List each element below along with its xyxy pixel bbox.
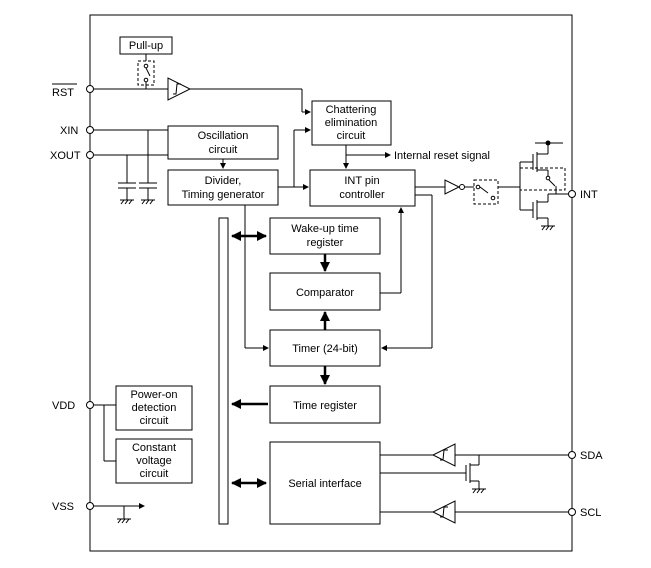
constant-voltage-label-2: voltage <box>136 455 171 467</box>
chattering-block <box>311 100 392 146</box>
divider-label-1: Divider, <box>205 175 242 187</box>
schmitt-symbol <box>440 449 448 461</box>
sda-pin-label: SDA <box>580 450 603 462</box>
timer-block <box>269 329 381 367</box>
constant-voltage-block <box>115 438 193 484</box>
divider-block <box>167 169 279 206</box>
xout-pin <box>86 151 94 159</box>
wakeup-label-1: Wake-up time <box>291 223 358 235</box>
vdd-pin-label: VDD <box>52 400 75 412</box>
chattering-label-1: Chattering <box>326 104 377 116</box>
oscillation-label-2: circuit <box>209 144 238 156</box>
poweron-label-1: Power-on <box>130 389 177 401</box>
comparator-block <box>269 272 381 311</box>
divider-label-2: Timing generator <box>182 189 265 201</box>
int-pin <box>568 190 576 198</box>
vdd-pin <box>86 401 94 409</box>
ground-icon <box>120 199 134 205</box>
int-buffer-bubble <box>459 184 465 190</box>
scl-pin <box>568 508 576 516</box>
pullup-switch-contact <box>143 63 149 69</box>
time-register-block <box>269 385 381 424</box>
int-buffer <box>444 179 461 195</box>
int-switch-contact <box>475 184 481 190</box>
pullup-label: Pull-up <box>129 40 163 52</box>
schmitt-symbol <box>440 506 448 518</box>
int-switch-contact <box>490 195 496 201</box>
wakeup-label-2: register <box>307 237 344 249</box>
xin-pin <box>86 126 94 134</box>
oscillation-block <box>167 125 279 160</box>
int-controller-label-1: INT pin <box>344 175 379 187</box>
ground-icon <box>117 518 131 524</box>
int-switch-blade <box>479 186 489 194</box>
constant-voltage-label-1: Constant <box>132 442 176 454</box>
poweron-label-2: detection <box>132 402 177 414</box>
scl-pin-label: SCL <box>580 507 601 519</box>
sda-pin <box>568 451 576 459</box>
internal-bus <box>218 217 229 525</box>
int-pullup-switch-frame <box>519 167 566 191</box>
int-option-switch-frame <box>473 179 499 205</box>
internal-reset-label: Internal reset signal <box>394 150 490 162</box>
constant-voltage-label-3: circuit <box>140 468 169 480</box>
int-pin-label: INT <box>580 189 598 201</box>
vss-pin <box>86 502 94 510</box>
rst-pin <box>86 85 94 93</box>
int-controller-block <box>309 169 416 207</box>
ground-icon <box>141 199 155 205</box>
poweron-block <box>115 385 193 431</box>
int-switch-contact <box>545 175 551 181</box>
vss-pin-label: VSS <box>52 501 74 513</box>
oscillation-label-1: Oscillation <box>198 130 249 142</box>
serial-interface-label: Serial interface <box>288 478 361 490</box>
poweron-label-3: circuit <box>140 415 169 427</box>
timer-label: Timer (24-bit) <box>292 343 358 355</box>
schmitt-symbol <box>173 83 181 95</box>
chattering-label-3: circuit <box>337 130 366 142</box>
int-controller-label-2: controller <box>339 189 385 201</box>
pullup-switch-blade <box>145 67 151 77</box>
ground-icon <box>541 225 555 231</box>
serial-interface-block <box>269 441 381 525</box>
comparator-label: Comparator <box>296 287 354 299</box>
rst-pin-label: RST <box>52 87 74 99</box>
ground-icon <box>472 488 486 494</box>
int-switch-blade <box>548 179 556 187</box>
pullup-switch-contact <box>143 77 149 83</box>
xout-pin-label: XOUT <box>50 150 81 162</box>
xin-pin-label: XIN <box>60 125 78 137</box>
time-register-label: Time register <box>293 400 357 412</box>
chattering-label-2: elimination <box>325 117 378 129</box>
